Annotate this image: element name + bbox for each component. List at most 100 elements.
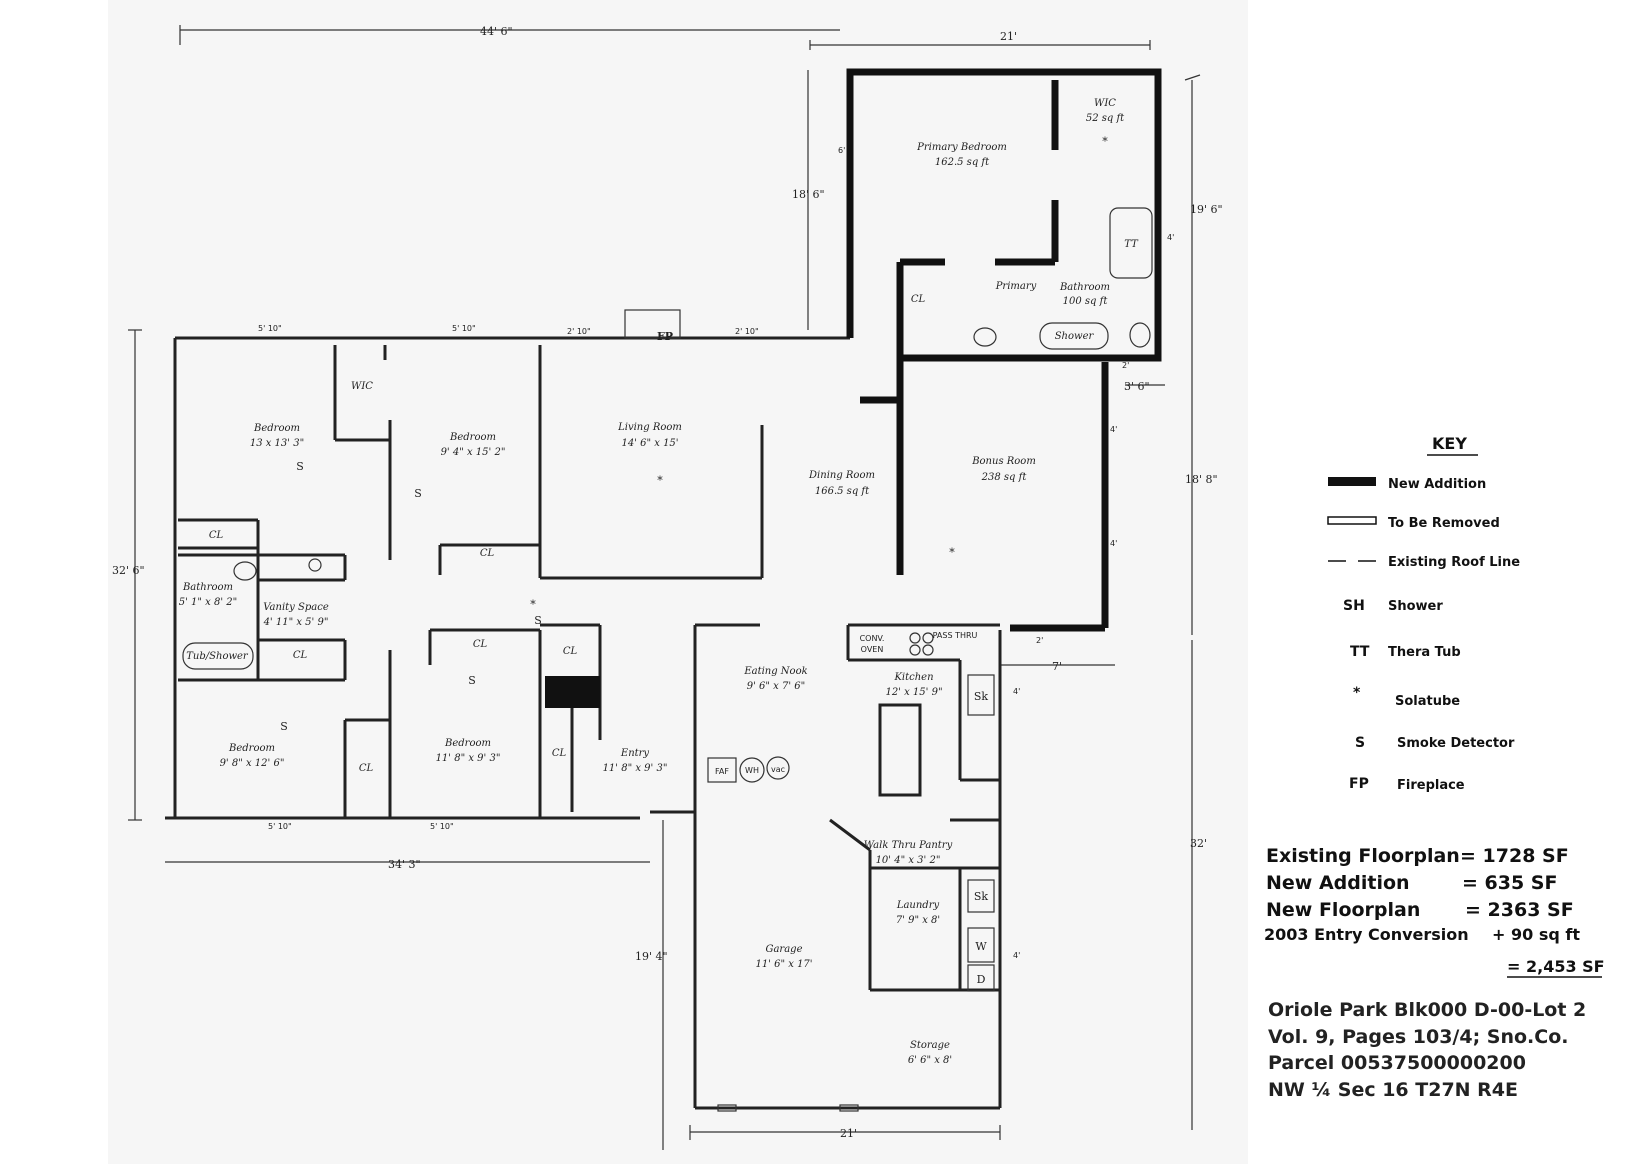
key-label-4: Shower (1388, 599, 1443, 614)
closet-label-entry: CL (563, 646, 578, 657)
garage-size: 11' 6" x 17' (755, 959, 812, 970)
dim-bottom-width: 34' 3" (388, 858, 421, 871)
closet-label-bath: CL (293, 650, 308, 661)
key-label-1: New Addition (1388, 477, 1486, 492)
bathroom-name: Bathroom (182, 582, 233, 593)
dim-window-b: 5' 10" (452, 324, 476, 333)
kitchen-name: Kitchen (893, 672, 933, 683)
key-label-3: Existing Roof Line (1388, 555, 1520, 570)
key-title: KEY (1432, 434, 1467, 453)
smoke-detector-4: S (468, 674, 476, 687)
key-symbol-7: S (1355, 735, 1365, 751)
bedroom1-size: 13 x 13' 3" (250, 438, 304, 449)
new-floorplan-value: = 2363 SF (1465, 899, 1574, 921)
dim-right-total: 32' (1190, 837, 1207, 850)
dim-window-d: 2' 10" (735, 327, 759, 336)
dim-six: 6' (838, 146, 845, 155)
legal-line-3: Parcel 00537500000200 (1268, 1052, 1526, 1074)
closet-label-bed3: CL (359, 763, 374, 774)
fireplace-label: FP (657, 330, 673, 343)
smoke-detector-5: S (280, 720, 288, 733)
key-symbol-4: SH (1343, 598, 1365, 614)
garage-name: Garage (765, 944, 802, 955)
tub-shower-label: Tub/Shower (186, 651, 249, 662)
dim-house-depth: 32' 6" (112, 564, 145, 577)
faf-label: FAF (715, 767, 729, 776)
new-addition-value: = 635 SF (1462, 872, 1557, 894)
dim-four-e: 4' (1013, 951, 1020, 960)
dim-window-a: 5' 10" (258, 324, 282, 333)
key-symbol-5: TT (1350, 644, 1370, 660)
to-be-removed-swatch (1327, 516, 1377, 525)
legal-line-2: Vol. 9, Pages 103/4; Sno.Co. (1268, 1026, 1569, 1048)
entry-conversion-label: 2003 Entry Conversion (1264, 925, 1469, 944)
primary-bath-area: 100 sq ft (1063, 296, 1109, 307)
vac-label: vac (771, 765, 785, 774)
entry-name: Entry (620, 748, 650, 759)
dimension-labels: 44' 6" 21' 18' 6" 19' 6" 32' 6" 18' 8" 3… (112, 25, 1223, 1140)
closet-label-primary: CL (911, 294, 926, 305)
pantry-size: 10' 4" x 3' 2" (876, 855, 941, 866)
dim-four-c: 4' (1110, 539, 1117, 548)
solatube-1: * (1102, 135, 1108, 148)
key-symbol-6: * (1353, 685, 1361, 701)
bonus-name: Bonus Room (971, 456, 1036, 467)
bedroom4-size: 11' 8" x 9' 3" (436, 753, 501, 764)
wh-label: WH (745, 766, 759, 775)
smoke-detector-1: S (296, 460, 304, 473)
bedroom3-size: 9' 8" x 12' 6" (220, 758, 285, 769)
dim-window-c: 2' 10" (567, 327, 591, 336)
bathroom-size: 5' 1" x 8' 2" (179, 597, 238, 608)
primary-bedroom-area: 162.5 sq ft (935, 157, 990, 168)
wic-primary-name: WIC (1094, 98, 1116, 109)
dim-overall-width: 44' 6" (480, 25, 513, 38)
bedroom1-name: Bedroom (253, 423, 300, 434)
closet-label-entry2: CL (552, 748, 567, 759)
tt-label: TT (1124, 239, 1139, 250)
conv-oven-b: OVEN (861, 645, 884, 654)
pass-thru-label: PASS THRU (933, 631, 978, 640)
key-label-8: Fireplace (1397, 778, 1465, 793)
dim-window-e: 5' 10" (268, 822, 292, 831)
key-legend: KEY New Addition To Be Removed Existing … (1327, 434, 1520, 793)
dim-four-b: 4' (1110, 425, 1117, 434)
bedroom2-name: Bedroom (449, 432, 496, 443)
key-label-5: Thera Tub (1388, 645, 1461, 660)
eating-nook-name: Eating Nook (743, 666, 807, 677)
dining-name: Dining Room (808, 470, 875, 481)
total-area: = 2,453 SF (1507, 957, 1605, 976)
bonus-area: 238 sq ft (981, 472, 1028, 483)
new-addition-walls (545, 68, 1162, 708)
solatube-3: * (949, 546, 955, 559)
conv-oven-a: CONV. (860, 634, 885, 643)
entry-conversion-value: + 90 sq ft (1492, 925, 1580, 944)
dim-two-b: 2' (1036, 636, 1043, 645)
dim-seven: 7' (1052, 660, 1062, 673)
fixtures (182, 207, 1153, 1112)
shower-label: Shower (1055, 331, 1095, 342)
pantry-name: Walk Thru Pantry (864, 840, 953, 851)
closet-label-hall: CL (473, 639, 488, 650)
living-size: 14' 6" x 15' (621, 438, 678, 449)
dim-garage-width: 21' (840, 1127, 857, 1140)
washer-label: W (975, 940, 987, 953)
new-addition-swatch (1328, 477, 1376, 486)
wic-primary-area: 52 sq ft (1086, 113, 1125, 124)
solatube-4: * (530, 598, 536, 611)
bedroom4-name: Bedroom (444, 738, 491, 749)
storage-name: Storage (910, 1040, 950, 1051)
vanity-size: 4' 11" x 5' 9" (263, 617, 329, 628)
vanity-name: Vanity Space (263, 602, 329, 613)
dim-four-d: 4' (1013, 687, 1020, 696)
eating-nook-size: 9' 6" x 7' 6" (747, 681, 806, 692)
dim-addition-depth-left: 18' 6" (792, 188, 825, 201)
dim-addition-depth-right: 19' 6" (1190, 203, 1223, 216)
closet-label-bed2: CL (480, 548, 495, 559)
dim-bonus-depth: 18' 8" (1185, 473, 1218, 486)
smoke-detector-2: S (414, 487, 422, 500)
bedroom3-name: Bedroom (228, 743, 275, 754)
storage-size: 6' 6" x 8' (908, 1055, 952, 1066)
key-symbol-8: FP (1349, 776, 1369, 792)
new-floorplan-label: New Floorplan (1266, 899, 1420, 921)
existing-floorplan-value: = 1728 SF (1460, 845, 1569, 867)
